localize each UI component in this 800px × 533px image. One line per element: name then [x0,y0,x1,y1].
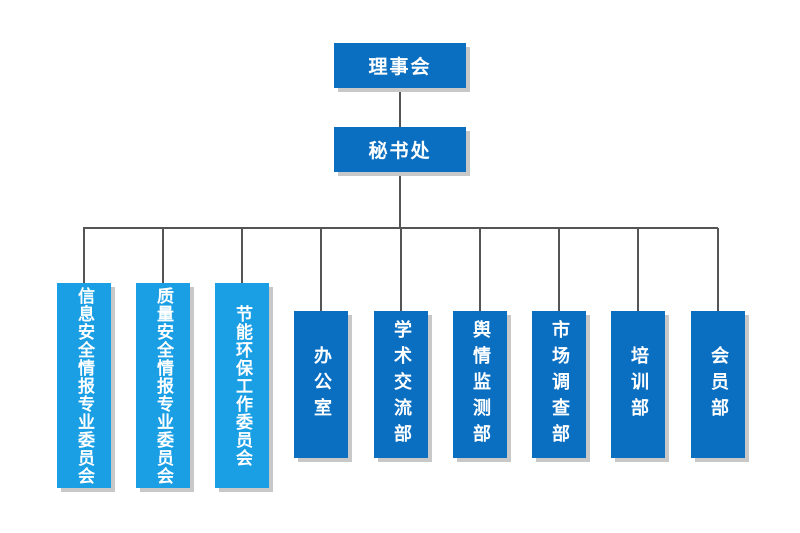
committee-box: 信息安全情报专业委员会 [57,283,111,488]
department-box: 市场调查部 [532,311,586,458]
connector-line [637,228,639,311]
connector-line [558,228,560,311]
box-label: 质量安全情报专业委员会 [153,286,173,485]
department-box: 办公室 [294,311,348,458]
box-label: 办公室 [311,345,332,424]
connector-line [241,228,243,283]
box-label: 会员部 [708,345,729,424]
box-label: 舆情监测部 [470,319,491,450]
box-label: 学术交流部 [391,319,412,450]
box-label: 培训部 [628,345,649,424]
box-label: 节能环保工作委员会 [232,304,252,467]
connector-line [83,228,85,283]
board-of-directors-box: 理事会 [334,43,466,88]
box-label: 秘书处 [368,140,432,162]
box-label: 理事会 [368,56,432,78]
connector-line [320,228,322,311]
department-box: 会员部 [691,311,745,458]
box-label: 信息安全情报专业委员会 [74,286,94,485]
secretariat-box: 秘书处 [334,127,466,172]
committee-box: 节能环保工作委员会 [215,283,269,488]
connector-line [400,228,402,311]
committee-box: 质量安全情报专业委员会 [136,283,190,488]
connector-line [162,228,164,283]
connector-line [717,228,719,311]
box-label: 市场调查部 [549,319,570,450]
connector-line [479,228,481,311]
department-box: 培训部 [611,311,665,458]
department-box: 舆情监测部 [453,311,507,458]
department-box: 学术交流部 [374,311,428,458]
